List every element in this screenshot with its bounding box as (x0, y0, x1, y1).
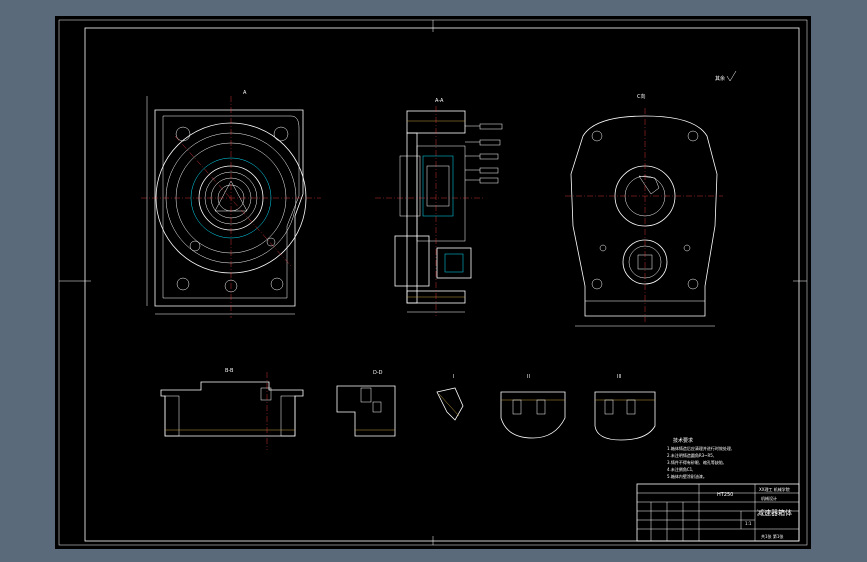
section-dd-label: D-D (373, 370, 383, 376)
material-text: HT250 (717, 492, 733, 498)
side-view-label: A-A (435, 98, 444, 104)
part-name-text: 减速器箱体 (757, 508, 792, 517)
outer-frame (58, 19, 808, 546)
top-view-label: A (243, 90, 247, 96)
tech-req-line: 4.未注倒角C1, (667, 466, 693, 472)
cad-drawing-canvas[interactable]: 其余 A A-A (55, 16, 811, 549)
tech-req-title: 技术要求 (673, 437, 693, 444)
detail-2: II (500, 374, 566, 439)
roughness-note: 其余 (715, 75, 725, 82)
drawing-viewport[interactable]: 其余 A A-A (55, 16, 811, 549)
tech-req-line: 3.铸件不得有砂眼、缩孔等缺陷, (667, 459, 724, 465)
right-view: C向 (565, 93, 723, 327)
detail-3: III (594, 374, 656, 441)
section-bb-label: B-B (225, 368, 234, 374)
tech-req-line: 1.箱体铸造后应清理并进行时效处理, (667, 445, 732, 451)
top-view: A (141, 90, 321, 318)
section-bb: B-B (160, 368, 304, 450)
detail-2-label: II (527, 374, 530, 380)
detail-3-label: III (617, 374, 621, 380)
side-view: A-A (375, 98, 503, 316)
sheet-text: 共1张 第1张 (761, 533, 783, 539)
inner-frame (84, 27, 800, 542)
roughness-symbol-icon (726, 70, 737, 82)
tech-requirements: 技术要求 1.箱体铸造后应清理并进行时效处理, 2.未注明铸造圆角R3~R5, … (667, 437, 732, 479)
detail-1: I (436, 374, 464, 421)
tech-req-line: 2.未注明铸造圆角R3~R5, (667, 452, 714, 458)
title-block: HT250 XX理工 机械学院 机械设计 减速器箱体 1:1 共1张 第1张 (636, 483, 800, 542)
right-view-label: C向 (637, 93, 646, 100)
scale-text: 1:1 (745, 521, 752, 526)
school-text: XX理工 机械学院 (759, 486, 790, 492)
top-view-outline (154, 109, 304, 307)
right-view-outline (570, 115, 718, 317)
tech-req-line: 5.箱体内壁涂耐油漆。 (667, 473, 707, 479)
detail-1-label: I (453, 374, 454, 380)
section-dd: D-D (336, 370, 396, 437)
class-text: 机械设计 (761, 495, 777, 501)
